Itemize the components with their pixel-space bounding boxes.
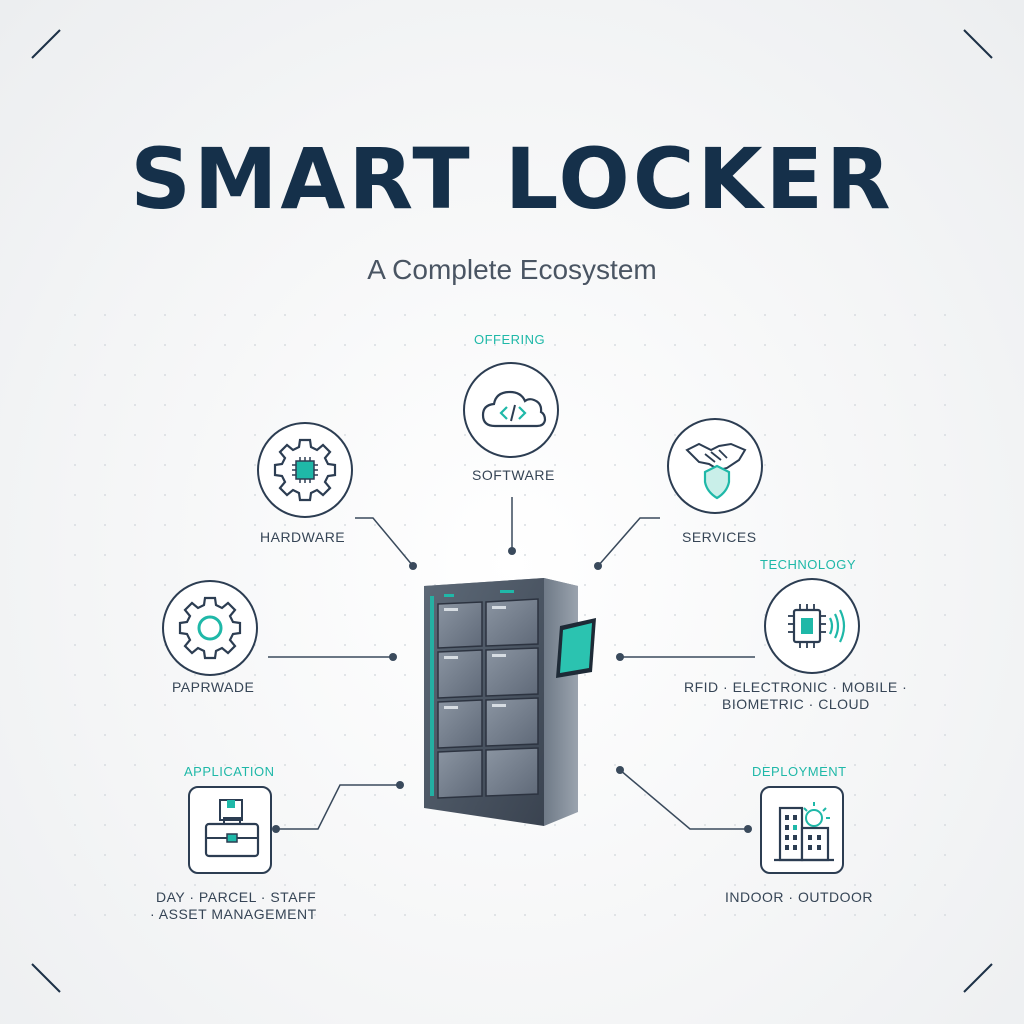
gear-icon [178, 596, 242, 660]
technology-node[interactable] [764, 578, 860, 674]
label-application-line1: DAY · PARCEL · STAFF [156, 889, 317, 905]
category-deployment: DEPLOYMENT [752, 764, 847, 779]
paprwade-node[interactable] [162, 580, 258, 676]
corner-mark-top-right [963, 29, 993, 59]
category-offering: OFFERING [474, 332, 546, 347]
label-application-line2: · ASSET MANAGEMENT [150, 906, 317, 922]
hardware-node[interactable] [257, 422, 353, 518]
category-technology: TECHNOLOGY [760, 557, 857, 572]
software-node[interactable] [463, 362, 559, 458]
label-technology-line1: RFID · ELECTRONIC · MOBILE · [684, 679, 908, 695]
briefcase-icon [204, 799, 260, 858]
deployment-node[interactable] [760, 786, 844, 874]
buildings-sun-icon [774, 802, 834, 862]
label-software: SOFTWARE [472, 467, 555, 483]
category-application: APPLICATION [184, 764, 275, 779]
label-services: SERVICES [682, 529, 757, 545]
cloud-code-icon [481, 390, 547, 428]
label-technology-line2: BIOMETRIC · CLOUD [722, 696, 870, 712]
page-title: SMART LOCKER [130, 130, 894, 228]
services-node[interactable] [667, 418, 763, 514]
application-node[interactable] [188, 786, 272, 874]
handshake-shield-icon [685, 442, 747, 500]
label-paprwade: PAPRWADE [172, 679, 255, 695]
page-subtitle: A Complete Ecosystem [367, 254, 657, 285]
locker-unit-icon [424, 578, 596, 826]
corner-mark-top-left [31, 29, 61, 59]
label-hardware: HARDWARE [260, 529, 346, 545]
corner-mark-bottom-right [963, 963, 993, 993]
gear-chip-icon [273, 438, 337, 502]
label-deployment: INDOOR · OUTDOOR [725, 889, 873, 905]
chip-signal-icon [788, 604, 846, 648]
corner-mark-bottom-left [31, 963, 61, 993]
